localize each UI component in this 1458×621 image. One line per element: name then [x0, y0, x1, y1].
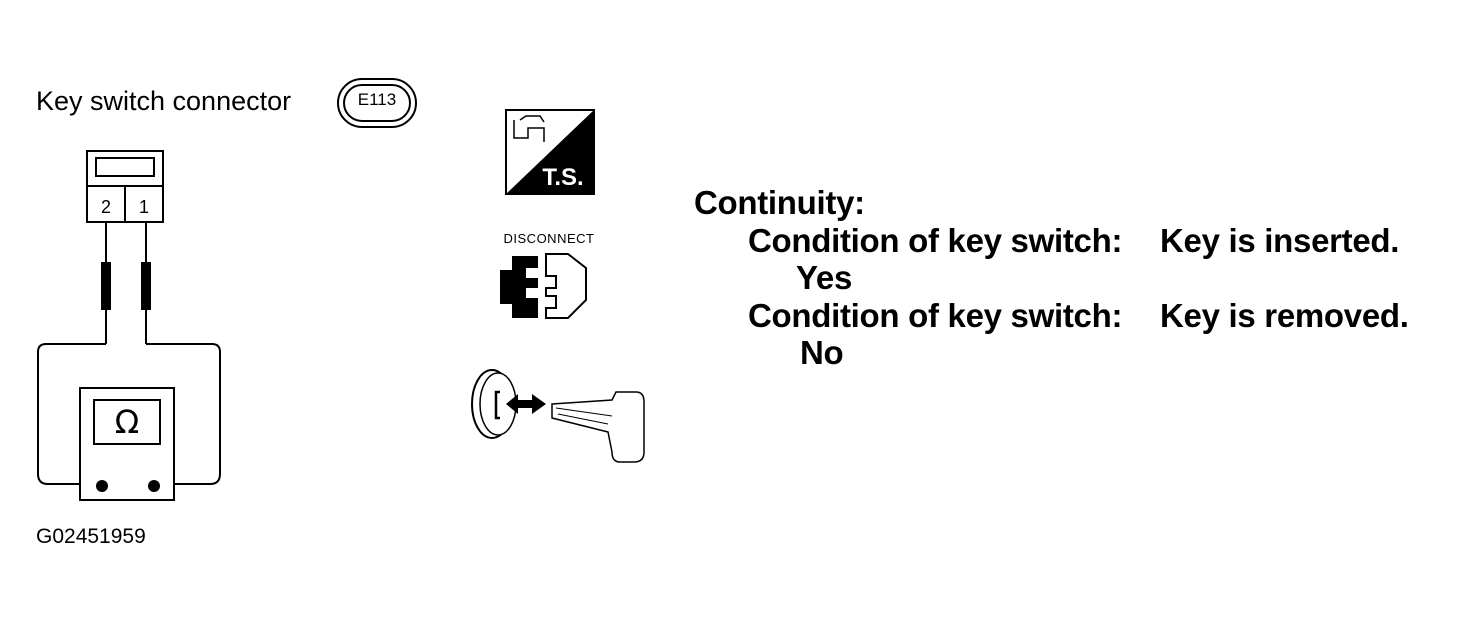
probe-right	[141, 222, 151, 344]
disconnect-label: DISCONNECT	[503, 231, 595, 246]
pin-label-2: 2	[100, 197, 111, 217]
ohm-symbol: Ω	[114, 403, 140, 441]
connector-badge-label: E113	[357, 90, 397, 109]
connector-title: Key switch connector	[36, 86, 292, 116]
probe-left	[101, 222, 111, 344]
condition-label-1: Condition of key switch:	[748, 222, 1123, 259]
condition-value-2: Key is removed.	[1160, 297, 1409, 334]
pin-label-1: 1	[138, 197, 149, 217]
connector-badge	[337, 78, 417, 128]
result-2: No	[800, 334, 844, 371]
disconnect-icon	[500, 253, 587, 319]
continuity-heading: Continuity:	[694, 184, 865, 221]
condition-value-1: Key is inserted.	[1160, 222, 1400, 259]
ts-label: T.S.	[542, 164, 584, 191]
condition-label-2: Condition of key switch:	[748, 297, 1123, 334]
key-insert-icon	[471, 369, 645, 463]
connector-body	[86, 150, 164, 223]
result-1: Yes	[796, 259, 852, 296]
ohmmeter	[79, 387, 175, 501]
test-support-icon	[505, 109, 595, 195]
test-leads	[37, 343, 221, 485]
figure-code: G02451959	[36, 525, 146, 548]
